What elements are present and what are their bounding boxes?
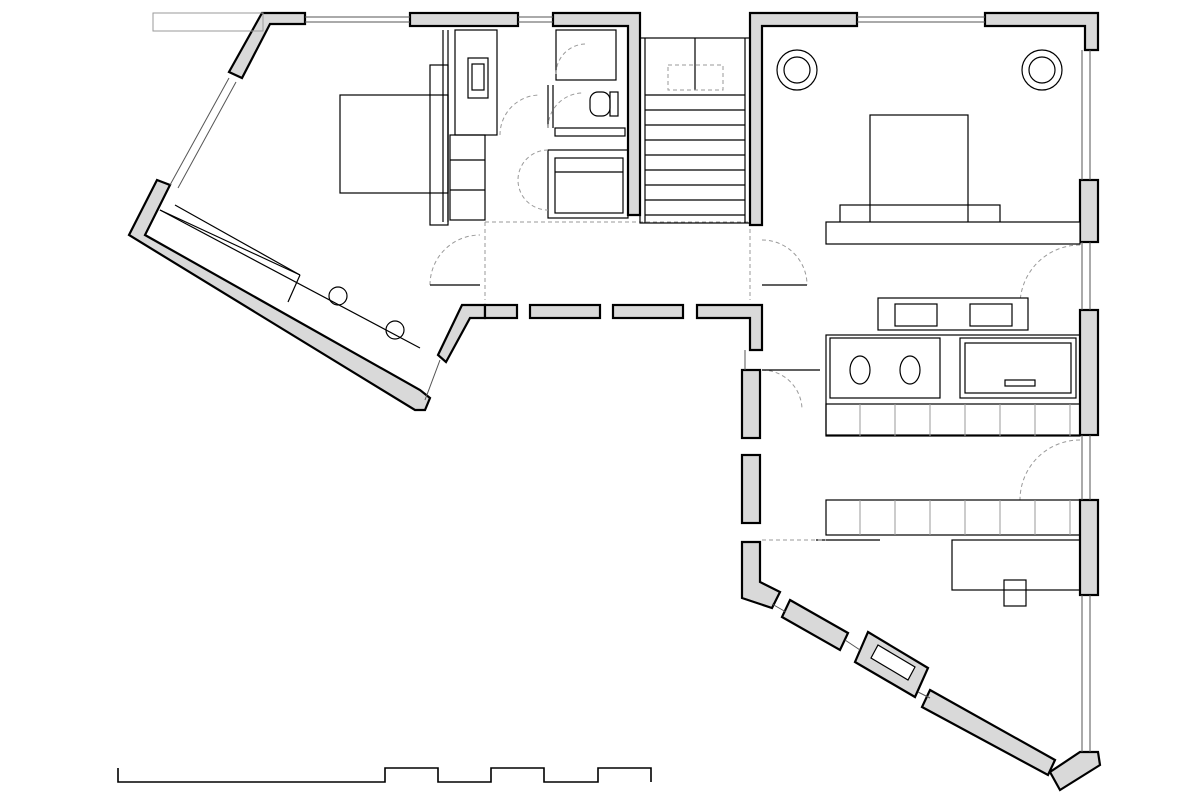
bath-cabinet-dividers: [859, 404, 1071, 436]
basin-west: [467, 57, 489, 99]
wardrobe-south: [825, 499, 1081, 536]
wall-east-3: [1078, 498, 1100, 597]
toilet-east: [899, 355, 921, 385]
wall-east-inner-3: [740, 540, 782, 610]
wall-east-top-b: [983, 11, 1100, 52]
wall-west-notch: [436, 303, 487, 364]
window-west-1b: [177, 81, 237, 189]
wall-east-inner-1: [740, 368, 762, 440]
bathtub-inner: [964, 342, 1072, 394]
wardrobe-south-dividers: [859, 500, 1071, 535]
bay-window-inner: [870, 644, 916, 681]
wardrobe-line-1: [159, 209, 421, 349]
wall-wc-south: [554, 127, 626, 137]
wall-east-inner-2: [740, 453, 762, 525]
plant-1-inner: [783, 56, 811, 84]
wall-east-4: [1048, 750, 1102, 792]
shower-door-swing: [555, 43, 587, 75]
wall-west-top-c: [551, 11, 642, 217]
window-south-2: [844, 639, 861, 651]
basin-east-1: [894, 303, 938, 327]
door-swing-east-bath: [761, 369, 803, 411]
scale-bar: [117, 767, 652, 783]
bath-cabinet: [825, 403, 1081, 437]
wall-west-top-a: [227, 11, 307, 80]
laundry-unit: [554, 157, 624, 214]
bathroom-east: [825, 334, 1081, 436]
wall-hall-south-4: [695, 303, 764, 352]
wardrobe-line-2: [174, 204, 301, 276]
window-west-1: [169, 77, 230, 186]
plant-2: [1021, 49, 1063, 91]
wall-hall-south-2: [528, 303, 602, 320]
door-swing-east-bed: [761, 239, 808, 286]
plant-1: [776, 49, 818, 91]
wall-south-2: [920, 688, 1057, 777]
shower: [555, 29, 617, 81]
headboard-west: [429, 64, 449, 226]
wc-box: [609, 91, 619, 117]
door-swing-west-bed: [429, 234, 481, 286]
wall-south-1: [780, 598, 850, 652]
wardrobe-div: [287, 274, 301, 303]
wall-east-2: [1078, 308, 1100, 437]
wardrobe-diag: [159, 209, 301, 276]
wall-east-top-a: [748, 11, 859, 227]
wall-hall-south-3: [611, 303, 685, 320]
lamp-2: [385, 320, 405, 340]
vanity-east: [877, 297, 1029, 331]
tub-tap: [1004, 379, 1036, 387]
laundry-room: [547, 149, 629, 219]
stair-upper-run: [667, 64, 724, 91]
wall-hall-south-1: [483, 303, 519, 320]
door-swing-bath: [499, 94, 541, 136]
plant-2-inner: [1028, 56, 1056, 84]
basin-east-2: [969, 303, 1013, 327]
wall-east-1: [1078, 178, 1100, 244]
lamp-1: [328, 286, 348, 306]
east-wing: [740, 11, 1102, 792]
basin-inner-west: [471, 63, 485, 91]
bed-west: [339, 94, 449, 194]
desk: [951, 539, 1081, 591]
cabinet-west: [449, 134, 486, 221]
bed-east-pillow: [839, 204, 1001, 224]
vanity-west: [454, 29, 498, 136]
bathroom-wc-area: [829, 337, 941, 399]
bidet: [849, 355, 871, 385]
door-swing-east-1: [1019, 244, 1081, 306]
wall-west-angled: [127, 178, 432, 412]
bathtub-east: [959, 337, 1077, 399]
bed-east: [869, 114, 969, 224]
window-south-1: [771, 603, 787, 613]
west-wing: [127, 11, 764, 412]
terrace-edge: [152, 12, 264, 32]
stair: [639, 37, 751, 224]
window-notch: [424, 359, 441, 401]
door-swing-east-2: [1019, 439, 1081, 501]
laundry-door-swing: [517, 149, 549, 211]
headboard-east: [825, 221, 1081, 245]
window-south-3: [917, 691, 931, 699]
wall-west-top-b: [408, 11, 520, 28]
stair-treads: [645, 94, 745, 216]
wc-pan: [589, 91, 611, 117]
desk-chair: [1003, 579, 1027, 607]
